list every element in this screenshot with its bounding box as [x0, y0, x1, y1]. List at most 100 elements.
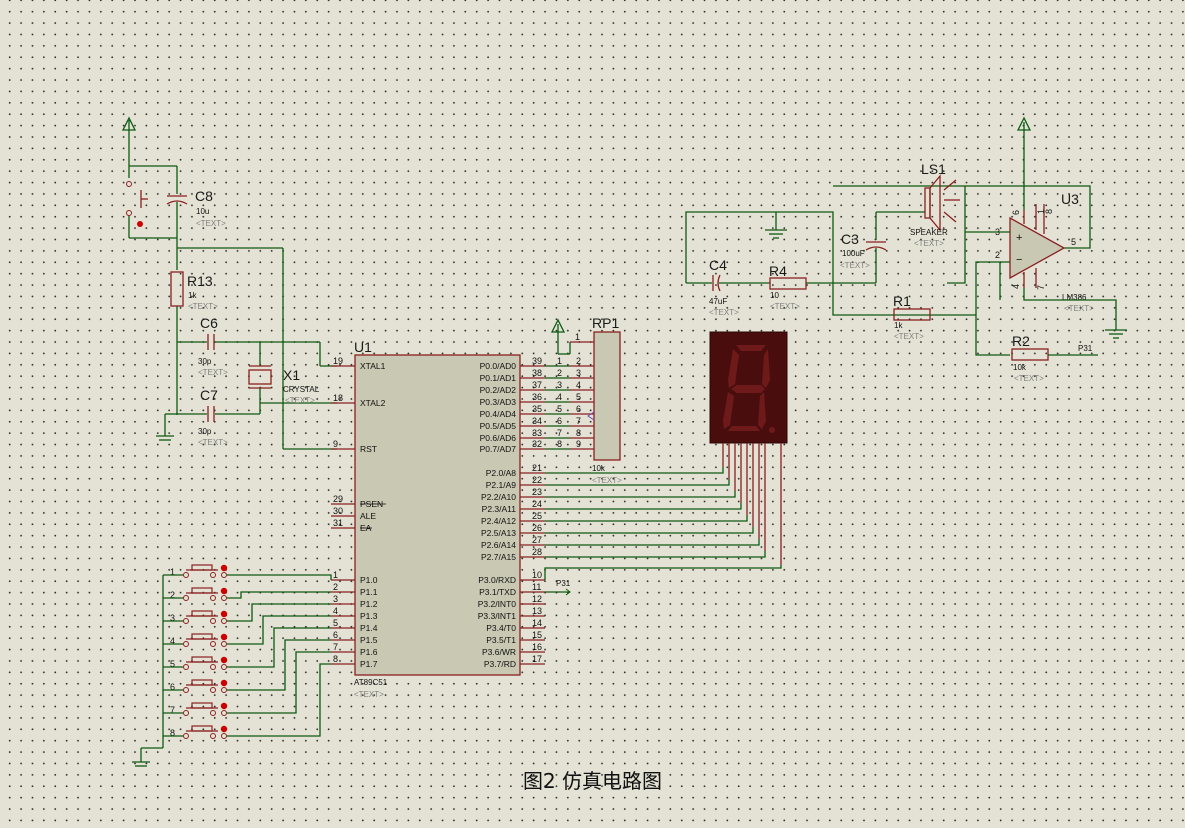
u1-pin-name: P3.7/RD — [484, 659, 516, 669]
rp1-pin-number: 9 — [576, 439, 581, 449]
u1-pin-name: P0.2/AD2 — [480, 385, 517, 395]
u1-pin-name: RST — [360, 444, 377, 454]
u3-value: LM386 — [1062, 293, 1087, 302]
u1-pin-name: P2.0/A8 — [486, 468, 517, 478]
key-button: 6 — [163, 639, 331, 693]
figure-caption: 图2 仿真电路图 — [522, 769, 663, 793]
u1-pin-name: XTAL1 — [360, 361, 386, 371]
u1-pin-number: 15 — [532, 630, 542, 640]
u1-pin-name: P3.4/T0 — [486, 623, 516, 633]
net-p31-mcu: P31 — [545, 579, 571, 596]
seven-segment-display — [709, 331, 788, 444]
rp1-pin-number: 2 — [576, 356, 581, 366]
key-button-label: 7 — [170, 705, 175, 715]
u3-pin-out: 5 — [1071, 237, 1076, 247]
u1-pin-number: 30 — [333, 506, 343, 516]
r2-ref: R2 — [1012, 333, 1030, 349]
u1-text-placeholder: <TEXT> — [354, 690, 384, 699]
ground-symbol-crystal — [156, 413, 177, 441]
u1-pin-name: P3.6/WR — [482, 647, 516, 657]
u1-pin-number: 3 — [333, 594, 338, 604]
c7-value: 30p — [198, 427, 212, 436]
u3-pin-gain8: 8 — [1044, 209, 1054, 214]
u1-pin-name: P3.2/INT0 — [478, 599, 517, 609]
rp1-pin-number: 7 — [557, 428, 562, 438]
p31-label-mcu: P31 — [556, 579, 571, 588]
u1-pin-number: 23 — [532, 487, 542, 497]
crystal-x1: X1 CRYSTAL <TEXT> — [248, 342, 337, 414]
key-button: 5 — [163, 627, 331, 670]
capacitor-c4: C4 47uF <TEXT> — [686, 257, 770, 317]
c4-value: 47uF — [709, 297, 727, 306]
u1-pin-number: 28 — [532, 547, 542, 557]
u1-pin-number: 24 — [532, 499, 542, 509]
resistor-r2: R2 10k <TEXT> P31 — [1011, 333, 1098, 383]
u1-pin-number: 34 — [532, 416, 542, 426]
u1-pin-name: P1.1 — [360, 587, 378, 597]
u1-pin-name: P1.6 — [360, 647, 378, 657]
u1-pin-number: 33 — [532, 428, 542, 438]
u1-pin-number: 39 — [532, 356, 542, 366]
u3-pin-gain1: 1 — [1036, 209, 1046, 214]
u1-pin-number: 27 — [532, 535, 542, 545]
r2-text-placeholder: <TEXT> — [1014, 374, 1044, 383]
c7-text-placeholder: <TEXT> — [198, 438, 228, 447]
u1-pin-number: 26 — [532, 523, 542, 533]
key-button-label: 4 — [170, 636, 175, 646]
key-button: 8 — [163, 663, 331, 739]
capacitor-c6: C6 30p <TEXT> — [177, 315, 337, 377]
u1-pin-name: P0.3/AD3 — [480, 397, 517, 407]
vcc-symbol-reset — [121, 116, 137, 178]
r4-text-placeholder: <TEXT> — [770, 302, 800, 311]
r13-ref: R13 — [187, 273, 213, 289]
u1-pin-name: P2.3/A11 — [482, 504, 517, 514]
r4-value: 10 — [770, 291, 779, 300]
key-button: 1 — [163, 564, 332, 580]
ground-symbol-buttons — [132, 575, 164, 767]
u1-right-pins: 39P0.0/AD038P0.1/AD137P0.2/AD236P0.3/AD3… — [478, 356, 545, 669]
u1-pin-name: P0.4/AD4 — [480, 409, 517, 419]
u1-pin-name: XTAL2 — [360, 398, 386, 408]
rp1-pin-number: 6 — [557, 416, 562, 426]
u1-pin-name: P1.5 — [360, 635, 378, 645]
u1-pin-name: P3.0/RXD — [478, 575, 516, 585]
rp1-pin-number: 5 — [557, 404, 562, 414]
capacitor-c3: C3 100uF <TEXT> — [840, 212, 887, 283]
u1-pin-number: 6 — [333, 630, 338, 640]
u1-pin-number: 17 — [532, 654, 542, 664]
u1-pin-number: 31 — [333, 518, 343, 528]
u1-pin-number: 29 — [333, 494, 343, 504]
u1-pin-name: P2.1/A9 — [486, 480, 517, 490]
rp1-pin-number: 8 — [557, 439, 562, 449]
key-button: 3 — [163, 603, 331, 624]
u1-pin-number: 1 — [333, 570, 338, 580]
resistor-r4: R4 10 <TEXT> — [769, 263, 876, 311]
u1-pin-number: 21 — [532, 463, 542, 473]
u1-pin-name: P2.5/A13 — [481, 528, 516, 538]
c7-ref: C7 — [200, 387, 218, 403]
u1-pin-number: 10 — [532, 570, 542, 580]
vcc-symbol-amp — [1016, 116, 1032, 210]
x1-ref: X1 — [283, 367, 300, 383]
u1-pin-name: P2.4/A12 — [481, 516, 516, 526]
u3-text-placeholder: <TEXT> — [1064, 304, 1094, 313]
key-button-label: 3 — [170, 613, 175, 623]
svg-text:+: + — [1016, 232, 1022, 244]
u1-pin-name: P1.7 — [360, 659, 378, 669]
u1-pin-number: 19 — [333, 356, 343, 366]
u3-pin-in-minus: 2 — [995, 250, 1000, 260]
r4-ref: R4 — [769, 263, 787, 279]
u1-pin-number: 8 — [333, 654, 338, 664]
u1-pin-number: 32 — [532, 439, 542, 449]
c3-text-placeholder: <TEXT> — [840, 261, 870, 270]
svg-text:−: − — [1016, 254, 1022, 266]
u1-pin-name: P1.0 — [360, 575, 378, 585]
u1-pin-number: 16 — [532, 642, 542, 652]
u1-pin-name: P2.2/A10 — [481, 492, 516, 502]
reset-button — [126, 165, 177, 239]
